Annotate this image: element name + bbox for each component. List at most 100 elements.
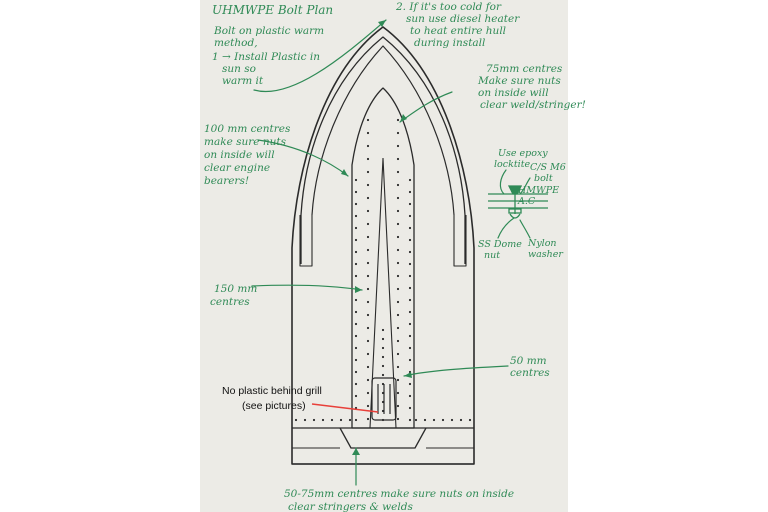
bolt-hole bbox=[354, 274, 358, 278]
bolt-hole bbox=[366, 287, 370, 291]
sponson-left bbox=[299, 215, 313, 267]
note-line: 2. If it's too cold for bbox=[395, 1, 502, 13]
bolt-hole bbox=[381, 382, 385, 386]
arrowhead bbox=[378, 20, 386, 27]
bolt-hole bbox=[408, 190, 412, 194]
detail-label: Use epoxy bbox=[498, 148, 548, 159]
leader-bolt bbox=[519, 177, 531, 195]
hull-gunwale bbox=[300, 36, 466, 264]
note-line: clear weld/stringer! bbox=[480, 99, 586, 111]
bolt-hole bbox=[339, 418, 343, 422]
bolt-hole bbox=[396, 352, 400, 356]
leader-side bbox=[251, 284, 363, 291]
bolt-hole bbox=[408, 406, 412, 410]
note-line: clear engine bbox=[204, 162, 270, 174]
keel-panel bbox=[351, 87, 415, 429]
bolt-hole bbox=[381, 391, 385, 395]
note-line: bearers! bbox=[204, 175, 249, 187]
note-line: make sure nuts bbox=[204, 136, 287, 148]
bolt-hole bbox=[408, 394, 412, 398]
bolt-hole bbox=[354, 298, 358, 302]
detail-label: bolt bbox=[534, 173, 553, 184]
bolt-hole bbox=[381, 364, 385, 368]
bolt-hole bbox=[366, 326, 370, 330]
bolt-hole bbox=[366, 222, 370, 226]
bolt-hole bbox=[408, 286, 412, 290]
annotation-arrow bbox=[311, 403, 379, 413]
bolt-hole bbox=[354, 346, 358, 350]
keel-line bbox=[369, 157, 397, 429]
detail-label: SS Dome bbox=[478, 239, 522, 250]
bolt-hole bbox=[354, 178, 358, 182]
note-line: sun use diesel heater bbox=[406, 13, 520, 25]
leader-washer bbox=[519, 219, 531, 239]
note-line: 75mm centres bbox=[486, 63, 563, 75]
detail-label: nut bbox=[484, 250, 500, 261]
bolt-hole bbox=[381, 328, 385, 332]
intro-line: 1 → Install Plastic in bbox=[212, 51, 320, 63]
bolt-hole bbox=[396, 274, 400, 278]
bolt-hole bbox=[408, 418, 412, 422]
bolt-hole bbox=[423, 418, 427, 422]
bolt-hole bbox=[354, 238, 358, 242]
hull-outer bbox=[291, 26, 475, 465]
bolt-hole bbox=[366, 378, 370, 382]
bolt-hole bbox=[354, 370, 358, 374]
intro-line: Bolt on plastic warm bbox=[213, 25, 324, 37]
bolt-hole bbox=[354, 226, 358, 230]
bolt-hole bbox=[408, 238, 412, 242]
bolt-hole bbox=[381, 337, 385, 341]
bolt-hole bbox=[366, 183, 370, 187]
bolt-hole bbox=[396, 222, 400, 226]
bolt-hole bbox=[381, 355, 385, 359]
leader-bow bbox=[399, 91, 453, 123]
bolt-hole bbox=[381, 418, 385, 422]
bolt-hole bbox=[396, 300, 400, 304]
bolt-hole bbox=[366, 391, 370, 395]
bolt-hole bbox=[396, 287, 400, 291]
bolt-hole bbox=[396, 404, 400, 408]
bolt-hole bbox=[396, 378, 400, 382]
bolt-hole bbox=[408, 262, 412, 266]
bolt-hole bbox=[408, 226, 412, 230]
bolt-hole bbox=[396, 183, 400, 187]
intro-line: warm it bbox=[222, 75, 264, 87]
arrowhead bbox=[352, 448, 360, 455]
bolt-hole bbox=[408, 214, 412, 218]
bolt-detail bbox=[488, 185, 548, 219]
bolt-hole bbox=[381, 400, 385, 404]
bolt-hole bbox=[396, 365, 400, 369]
bolt-hole bbox=[414, 418, 418, 422]
bolt-hole bbox=[408, 250, 412, 254]
bolt-hole bbox=[396, 248, 400, 252]
annotation-line1: No plastic behind grill bbox=[222, 385, 322, 397]
note-line: to heat entire hull bbox=[410, 25, 506, 37]
leader-epoxy bbox=[499, 169, 507, 195]
bolt-hole bbox=[366, 209, 370, 213]
bolt-hole bbox=[366, 313, 370, 317]
bolt-hole bbox=[312, 418, 316, 422]
bolt-hole bbox=[354, 418, 358, 422]
bolt-hole bbox=[366, 157, 370, 161]
arrowhead bbox=[355, 286, 362, 293]
note-line: clear stringers & welds bbox=[288, 501, 413, 512]
bolt-hole bbox=[366, 196, 370, 200]
bolt-hole bbox=[396, 131, 400, 135]
bolt-hole bbox=[396, 417, 400, 421]
bolt-hole bbox=[303, 418, 307, 422]
bolt-hole bbox=[396, 235, 400, 239]
note-line: 50 mm bbox=[510, 355, 547, 367]
leader-engine bbox=[257, 139, 349, 177]
bolt-hole bbox=[408, 358, 412, 362]
detail-label: locktite bbox=[494, 159, 531, 170]
arrowhead bbox=[341, 169, 348, 176]
bolt-hole bbox=[381, 409, 385, 413]
bolt-hole bbox=[348, 418, 352, 422]
detail-label: C/S M6 bbox=[530, 162, 566, 173]
note-line: 50-75mm centres make sure nuts on inside bbox=[284, 488, 514, 500]
bolt-hole bbox=[432, 418, 436, 422]
bolt-hole bbox=[366, 131, 370, 135]
intro-line: method, bbox=[214, 37, 258, 49]
bolt-hole bbox=[354, 310, 358, 314]
